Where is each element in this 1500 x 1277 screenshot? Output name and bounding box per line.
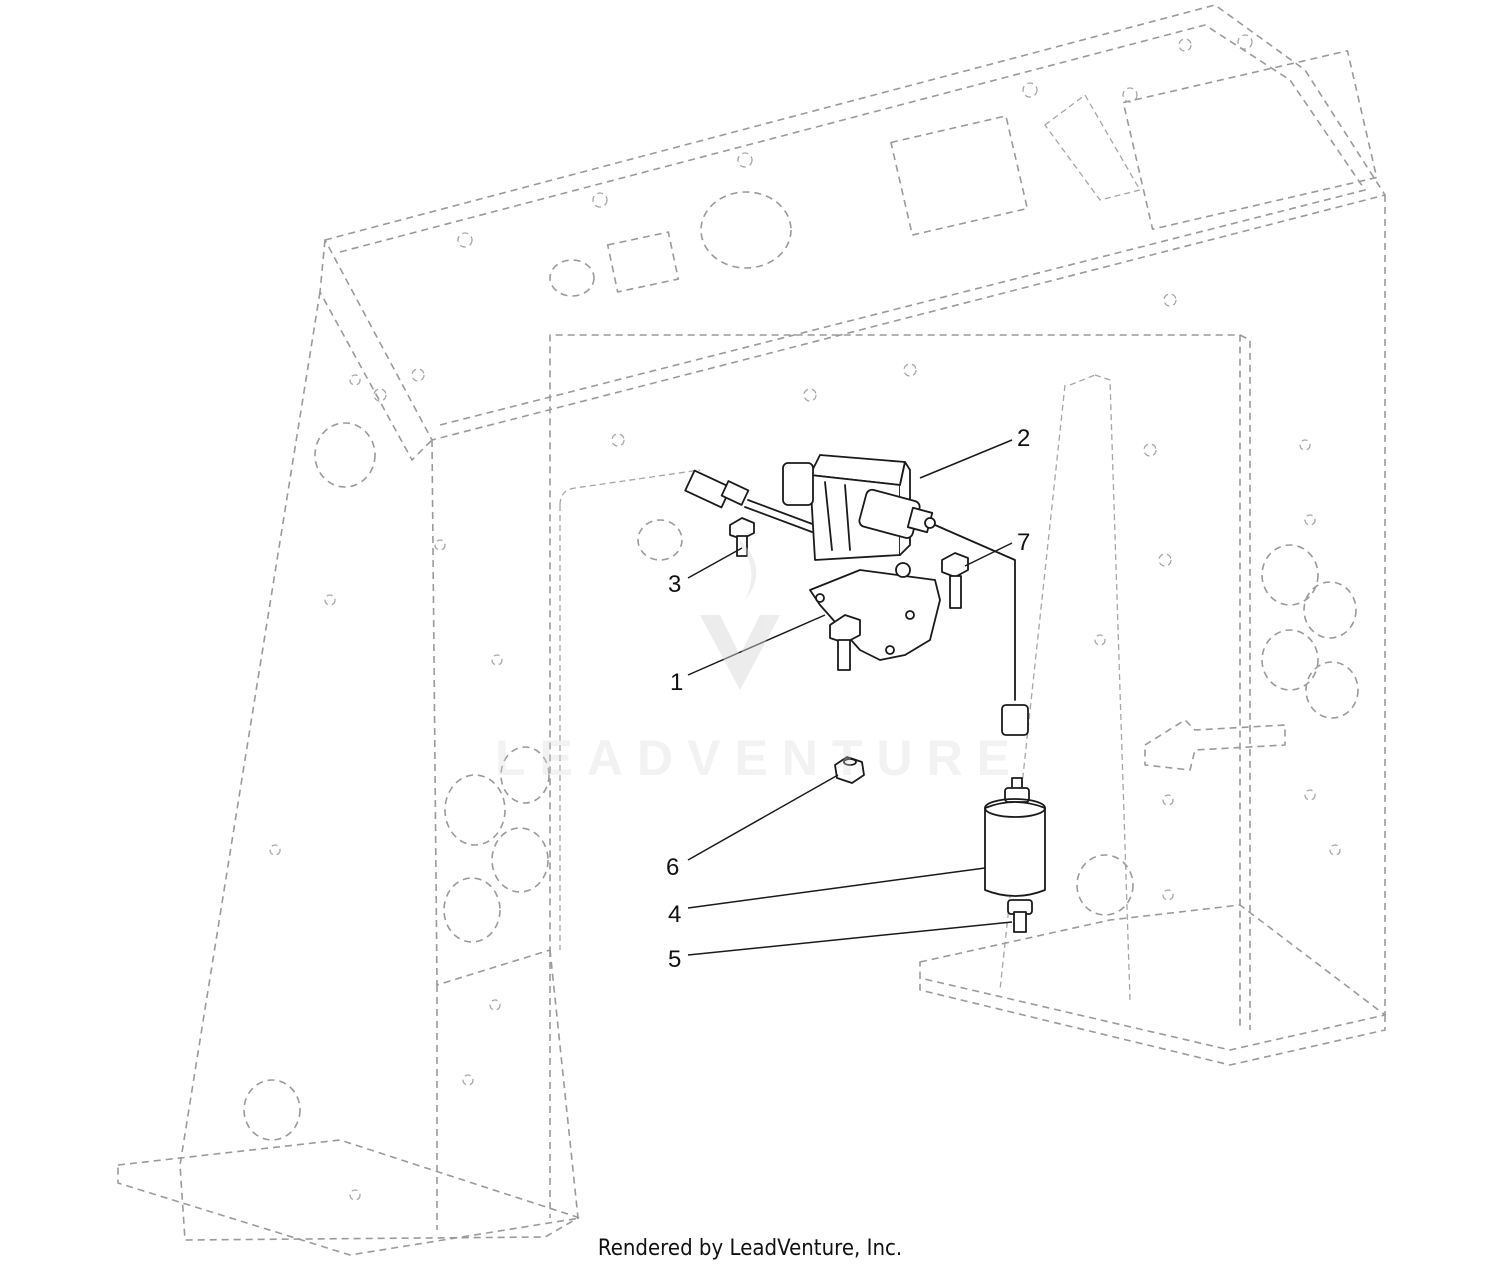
render-credit: Rendered by LeadVenture, Inc. (597, 1236, 903, 1261)
callout-2: 2 (1017, 425, 1030, 452)
frame-context (117, 4, 1386, 1256)
watermark-text: LEADVENTURE (495, 730, 1024, 786)
mounting-bracket (809, 562, 941, 671)
nut-6 (834, 756, 865, 784)
bolt-3 (729, 517, 755, 557)
watermark: LEADVENTURE (495, 540, 1024, 786)
callout-4: 4 (668, 901, 681, 928)
callout-numbers: 2 7 3 1 6 4 5 (666, 425, 1030, 973)
callout-7: 7 (1017, 529, 1030, 556)
solenoid-assembly (684, 454, 1016, 701)
callout-6: 6 (666, 854, 679, 881)
callout-5: 5 (668, 946, 681, 973)
leader-lines (687, 439, 1013, 956)
bolt-7 (941, 552, 969, 609)
fuel-filter (984, 704, 1046, 933)
callout-1: 1 (670, 669, 683, 696)
callout-3: 3 (668, 571, 681, 598)
